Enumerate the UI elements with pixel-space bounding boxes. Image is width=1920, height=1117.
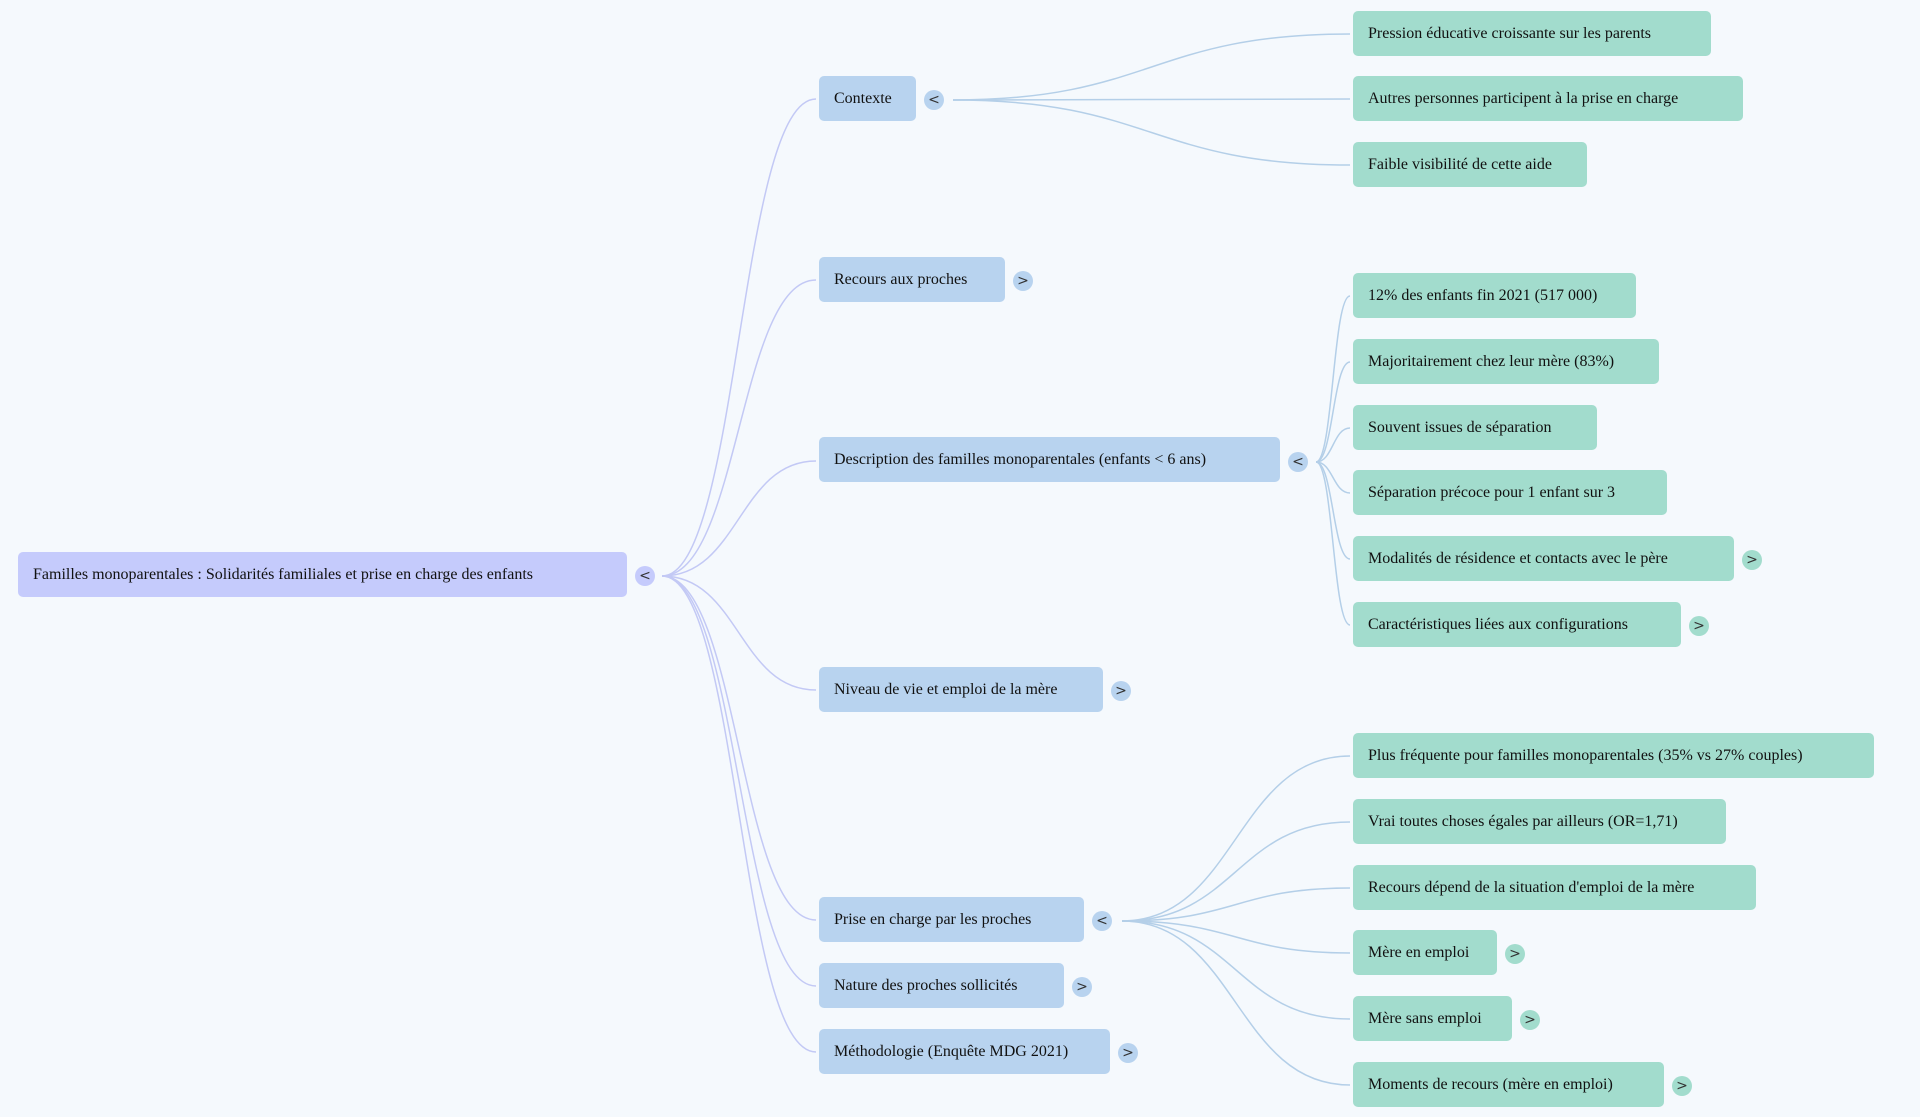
root-node-label: Familles monoparentales : Solidarités fa…: [33, 565, 533, 583]
prise-leaf-edge: [1121, 887, 1351, 922]
leaf-label: Moments de recours (mère en emploi): [1368, 1075, 1613, 1093]
root-branch-edge: [661, 460, 817, 577]
leaf-node[interactable]: Vrai toutes choses égales par ailleurs (…: [1353, 799, 1726, 844]
leaf-node[interactable]: Caractéristiques liées aux configuration…: [1353, 602, 1681, 647]
branch-label: Prise en charge par les proches: [834, 910, 1032, 928]
branch-label: Niveau de vie et emploi de la mère: [834, 680, 1058, 698]
caracteristiques-expand-toggle[interactable]: >: [1689, 616, 1709, 636]
leaf-label: Séparation précoce pour 1 enfant sur 3: [1368, 483, 1616, 501]
leaf-label: Vrai toutes choses égales par ailleurs (…: [1368, 812, 1678, 830]
leaf-label: Souvent issues de séparation: [1368, 418, 1552, 436]
contexte-leaf-edge: [952, 98, 1351, 101]
description-leaf-edge: [1315, 461, 1351, 494]
prise-en-charge-collapse-toggle[interactable]: <: [1092, 911, 1112, 931]
leaf-label: Mère en emploi: [1368, 943, 1470, 961]
contexte-leaf-edge: [952, 33, 1351, 101]
root-branch-edge: [661, 575, 817, 987]
leaf-label: Caractéristiques liées aux configuration…: [1368, 615, 1628, 633]
root-branch-edge: [661, 279, 817, 577]
leaf-label: Modalités de résidence et contacts avec …: [1368, 549, 1668, 567]
leaf-node[interactable]: Moments de recours (mère en emploi): [1353, 1062, 1664, 1107]
prise-leaf-edge: [1121, 755, 1351, 922]
branch-label: Contexte: [834, 89, 892, 107]
leaf-label: Recours dépend de la situation d'emploi …: [1368, 878, 1695, 896]
prise-leaf-edge: [1121, 920, 1351, 1086]
moments-expand-toggle[interactable]: >: [1672, 1076, 1692, 1096]
leaf-node[interactable]: Pression éducative croissante sur les pa…: [1353, 11, 1711, 56]
branch-niveau-de-vie[interactable]: Niveau de vie et emploi de la mère: [819, 667, 1103, 712]
leaf-node[interactable]: Souvent issues de séparation: [1353, 405, 1597, 450]
branch-label: Recours aux proches: [834, 270, 968, 288]
contexte-collapse-toggle[interactable]: <: [924, 90, 944, 110]
description-collapse-toggle[interactable]: <: [1288, 452, 1308, 472]
branch-label: Méthodologie (Enquête MDG 2021): [834, 1042, 1069, 1060]
root-branch-edge: [661, 575, 817, 921]
branch-contexte[interactable]: Contexte: [819, 76, 916, 121]
root-node[interactable]: Familles monoparentales : Solidarités fa…: [18, 552, 627, 597]
leaf-label: Majoritairement chez leur mère (83%): [1368, 352, 1615, 370]
root-branch-edge: [661, 575, 817, 1053]
root-collapse-toggle[interactable]: <: [635, 566, 655, 586]
prise-leaf-edge: [1121, 821, 1351, 922]
leaf-node[interactable]: Modalités de résidence et contacts avec …: [1353, 536, 1734, 581]
description-leaf-edge: [1315, 461, 1351, 560]
methodologie-expand-toggle[interactable]: >: [1118, 1043, 1138, 1063]
branch-nature-des-proches[interactable]: Nature des proches sollicités: [819, 963, 1064, 1008]
leaf-label: Pression éducative croissante sur les pa…: [1368, 24, 1652, 42]
root-branch-edge: [661, 98, 817, 577]
description-leaf-edge: [1315, 427, 1351, 463]
leaf-label: Mère sans emploi: [1368, 1009, 1482, 1027]
branch-prise-en-charge[interactable]: Prise en charge par les proches: [819, 897, 1084, 942]
leaf-node[interactable]: Mère sans emploi: [1353, 996, 1512, 1041]
description-leaf-edge: [1315, 461, 1351, 626]
leaf-node[interactable]: Recours dépend de la situation d'emploi …: [1353, 865, 1756, 910]
recours-expand-toggle[interactable]: >: [1013, 271, 1033, 291]
niveau-de-vie-expand-toggle[interactable]: >: [1111, 681, 1131, 701]
leaf-node[interactable]: Faible visibilité de cette aide: [1353, 142, 1587, 187]
leaf-node[interactable]: Autres personnes participent à la prise …: [1353, 76, 1743, 121]
leaf-node[interactable]: Mère en emploi: [1353, 930, 1497, 975]
prise-leaf-edge: [1121, 920, 1351, 954]
branch-label: Nature des proches sollicités: [834, 976, 1018, 994]
leaf-label: Plus fréquente pour familles monoparenta…: [1368, 746, 1803, 764]
prise-leaf-edge: [1121, 920, 1351, 1020]
description-leaf-edge: [1315, 361, 1351, 463]
leaf-node[interactable]: 12% des enfants fin 2021 (517 000): [1353, 273, 1636, 318]
branch-methodologie[interactable]: Méthodologie (Enquête MDG 2021): [819, 1029, 1110, 1074]
nature-expand-toggle[interactable]: >: [1072, 977, 1092, 997]
contexte-leaf-edge: [952, 99, 1351, 166]
modalites-expand-toggle[interactable]: >: [1742, 550, 1762, 570]
description-leaf-edge: [1315, 295, 1351, 463]
leaf-node[interactable]: Séparation précoce pour 1 enfant sur 3: [1353, 470, 1667, 515]
branch-label: Description des familles monoparentales …: [834, 450, 1207, 468]
branch-description[interactable]: Description des familles monoparentales …: [819, 437, 1280, 482]
leaf-label: 12% des enfants fin 2021 (517 000): [1368, 286, 1598, 304]
mere-en-emploi-expand-toggle[interactable]: >: [1505, 944, 1525, 964]
leaf-label: Autres personnes participent à la prise …: [1368, 89, 1679, 107]
root-branch-edge: [661, 575, 817, 691]
leaf-label: Faible visibilité de cette aide: [1368, 155, 1552, 173]
mere-sans-emploi-expand-toggle[interactable]: >: [1520, 1010, 1540, 1030]
branch-recours-aux-proches[interactable]: Recours aux proches: [819, 257, 1005, 302]
leaf-node[interactable]: Plus fréquente pour familles monoparenta…: [1353, 733, 1874, 778]
leaf-node[interactable]: Majoritairement chez leur mère (83%): [1353, 339, 1659, 384]
